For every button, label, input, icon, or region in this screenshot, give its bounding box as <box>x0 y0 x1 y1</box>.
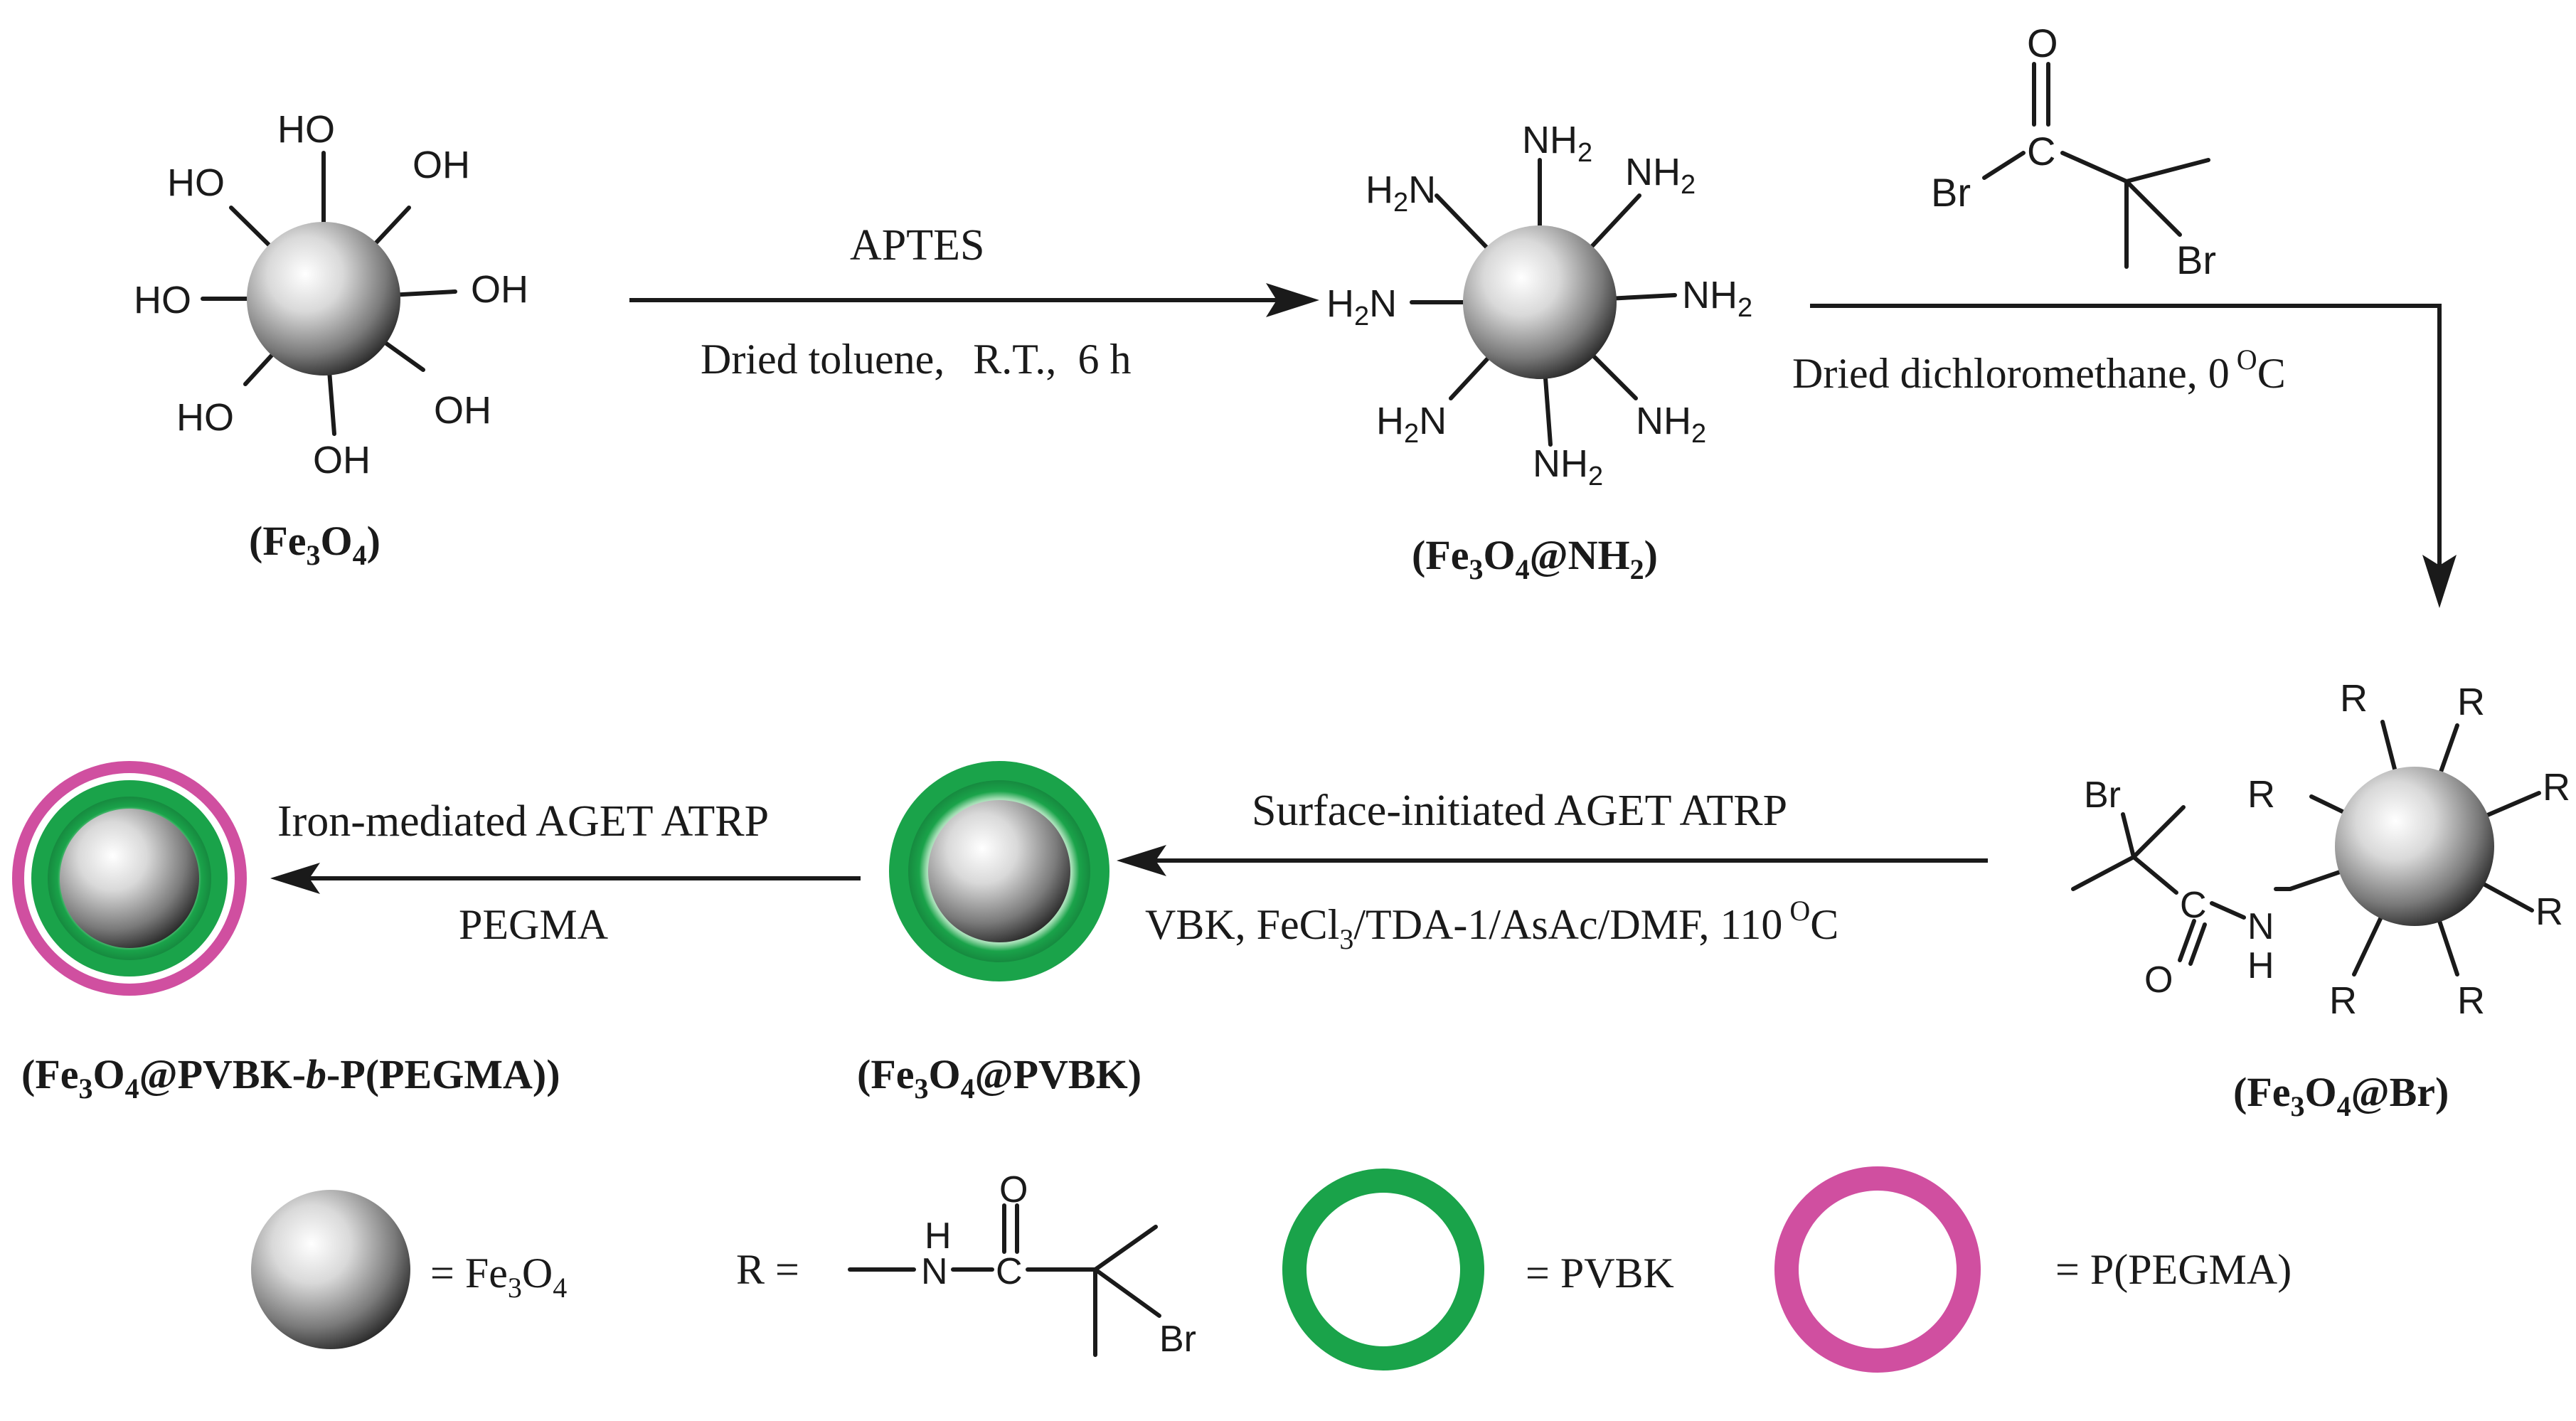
legend-r-nitrogen: N <box>921 1251 948 1292</box>
r-group-label: R <box>2457 681 2485 723</box>
step1-conditions: Dried toluene,R.T.,6 h <box>701 336 1131 383</box>
fe3o4-particle: HO OH HO OH HO OH OH HO (Fe3O4) <box>134 108 528 571</box>
r-group-label: R <box>2340 677 2368 720</box>
step3-reagent: Surface-initiated AGET ATRP <box>1252 787 1787 835</box>
legend-pvbk-label: = PVBK <box>1526 1250 1674 1297</box>
amine-group: NH2 <box>1533 442 1603 491</box>
r-group-label: R <box>2535 890 2563 933</box>
fe3o4-core <box>247 222 400 376</box>
amine-group: NH2 <box>1636 400 1706 449</box>
hydroxyl-group: OH <box>434 389 491 432</box>
fe3o4-block-label: (Fe3O4@PVBK-b-P(PEGMA)) <box>21 1051 560 1105</box>
amine-group: H2N <box>1366 169 1436 218</box>
fe3o4-pvbk-label: (Fe3O4@PVBK) <box>857 1051 1141 1105</box>
r-group-label: R <box>2543 766 2570 809</box>
legend-pegma-ring <box>1774 1166 1981 1373</box>
legend: = Fe3O4 R = H N C O Br = PVBK = P(PEGMA) <box>251 1166 2292 1373</box>
reagent-bromine: Br <box>2176 238 2216 282</box>
legend-core <box>251 1190 410 1349</box>
hydroxyl-group: OH <box>313 439 371 481</box>
initiator-hydrogen: H <box>2247 945 2274 986</box>
fe3o4-br-particle: R R R R R R R Br C O N H (Fe3O4@Br) <box>2071 677 2570 1122</box>
fe3o4-label: (Fe3O4) <box>249 518 380 571</box>
hydroxyl-group: HO <box>134 279 191 321</box>
legend-r-carbon: C <box>996 1251 1023 1292</box>
r-group-label: R <box>2329 979 2357 1022</box>
legend-r-label: R = <box>736 1246 799 1293</box>
step3-arrow: Surface-initiated AGET ATRP VBK, FeCl3/T… <box>1117 787 1988 955</box>
reagent-bromine: Br <box>1931 170 1971 215</box>
r-group-label: R <box>2247 773 2275 816</box>
amine-group: NH2 <box>1625 151 1696 200</box>
fe3o4-block-core <box>60 809 199 948</box>
amine-group: H2N <box>1326 282 1397 331</box>
amine-group: H2N <box>1376 400 1447 449</box>
r-group-label: R <box>2457 979 2485 1022</box>
legend-r-oxygen: O <box>999 1169 1028 1210</box>
step4-arrow: Iron-mediated AGET ATRP PEGMA <box>270 797 861 948</box>
fe3o4-block-particle: (Fe3O4@PVBK-b-P(PEGMA)) <box>12 761 560 1105</box>
fe3o4-pvbk-particle: (Fe3O4@PVBK) <box>857 761 1141 1105</box>
fe3o4-br-label: (Fe3O4@Br) <box>2233 1069 2449 1122</box>
legend-pegma-label: = P(PEGMA) <box>2055 1246 2292 1293</box>
legend-pvbk-ring <box>1282 1169 1484 1371</box>
hydroxyl-group: HO <box>176 396 234 439</box>
step1-arrow: APTES Dried toluene,R.T.,6 h <box>629 221 1319 383</box>
hydroxyl-group: HO <box>167 161 225 204</box>
legend-r-hydrogen: H <box>925 1215 952 1257</box>
amine-group: NH2 <box>1522 119 1592 168</box>
fe3o4-nh2-core <box>1463 225 1617 379</box>
hydroxyl-group: OH <box>471 268 528 311</box>
initiator-oxygen: O <box>2144 959 2173 1001</box>
amine-group: NH2 <box>1682 274 1752 323</box>
step1-reagent: APTES <box>850 221 984 270</box>
hydroxyl-group: HO <box>277 108 335 151</box>
step4-conditions: PEGMA <box>459 901 608 948</box>
fe3o4-pvbk-core <box>928 800 1070 942</box>
initiator-nitrogen: N <box>2247 906 2274 947</box>
reagent-carbon: C <box>2027 129 2055 174</box>
reagent-oxygen: O <box>2027 21 2058 65</box>
step4-reagent: Iron-mediated AGET ATRP <box>277 797 769 846</box>
hydroxyl-group: OH <box>413 144 470 186</box>
initiator-bromine: Br <box>2084 775 2121 816</box>
fe3o4-nh2-particle: NH2 NH2 H2N NH2 H2N NH2 NH2 H2N (Fe3O4@N… <box>1326 119 1752 585</box>
legend-r-bromine: Br <box>1159 1319 1196 1360</box>
legend-core-label: = Fe3O4 <box>430 1250 567 1304</box>
initiator-carbon: C <box>2180 885 2207 926</box>
fe3o4-nh2-label: (Fe3O4@NH2) <box>1412 532 1658 585</box>
fe3o4-br-core <box>2335 767 2494 926</box>
